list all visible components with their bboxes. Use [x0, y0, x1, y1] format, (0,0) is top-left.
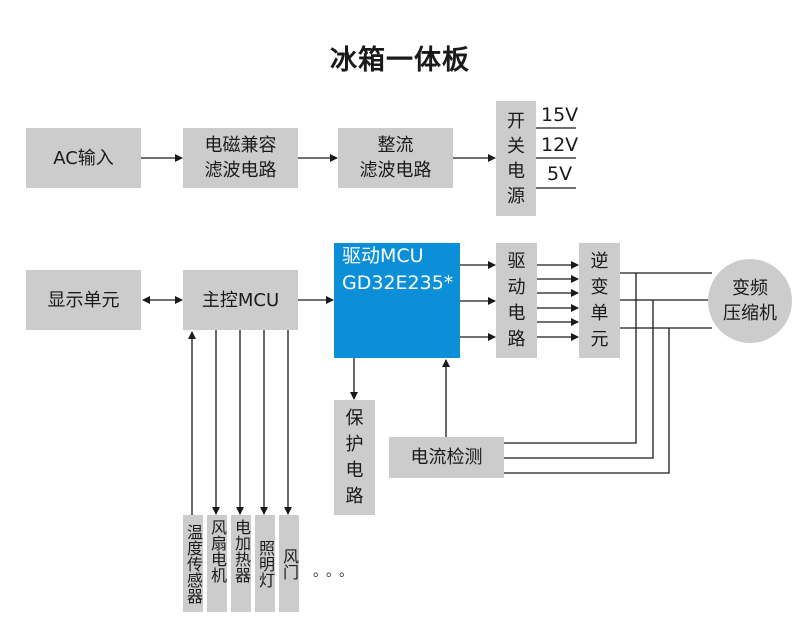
inverter-unit-char-3: 单	[590, 302, 609, 324]
peripheral-heater-label: 电加热器	[232, 519, 251, 583]
drive-circuit-char-1: 驱	[507, 250, 526, 272]
more-peripherals-ellipsis: 。。。	[313, 564, 359, 580]
drive-circuit-box: 驱 动 电 路	[496, 243, 537, 358]
inverter-unit-char-2: 变	[590, 276, 609, 298]
peripheral-temp-sensor-label: 温度传感器	[184, 523, 203, 604]
ac-input-label: AC输入	[53, 147, 114, 169]
peripheral-fan-motor-label: 风扇电机	[208, 519, 227, 583]
rectifier-filter-label-2: 滤波电路	[359, 160, 432, 181]
inverter-unit-box: 逆 变 单 元	[579, 243, 620, 358]
emc-filter-box: 电磁兼容 滤波电路	[183, 128, 298, 188]
peripheral-heater: 电加热器	[231, 515, 251, 612]
rectifier-filter-label-1: 整流	[377, 135, 414, 156]
emc-filter-label-1: 电磁兼容	[204, 135, 277, 156]
inverter-unit-char-1: 逆	[590, 250, 609, 272]
drive-mcu-box: 驱动MCU GD32E235*	[334, 243, 460, 358]
sense-wire-1	[504, 273, 637, 444]
peripheral-damper-label: 风门	[280, 547, 299, 580]
diagram-title: 冰箱一体板	[330, 45, 470, 76]
peripheral-temp-sensor: 温度传感器	[183, 515, 203, 612]
output-12v-label: 12V	[541, 134, 579, 156]
switching-power-char-1: 开	[507, 110, 525, 132]
ac-input-box: AC输入	[26, 128, 141, 188]
main-mcu-label: 主控MCU	[201, 289, 280, 311]
display-unit-box: 显示单元	[26, 270, 141, 330]
switching-power-char-4: 源	[507, 185, 525, 207]
protection-circuit-char-1: 保	[345, 407, 364, 429]
rectifier-filter-box: 整流 滤波电路	[338, 128, 453, 188]
drive-mcu-part-number: GD32E235*	[342, 272, 454, 294]
output-15v-label: 15V	[541, 104, 579, 126]
protection-circuit-char-2: 护	[345, 433, 364, 455]
sense-wire-3	[504, 328, 670, 474]
compressor-circle: 变频 压缩机	[708, 259, 792, 343]
peripheral-light-label: 照明灯	[256, 539, 275, 588]
emc-filter-label-2: 滤波电路	[204, 160, 277, 181]
switching-power-box: 开 关 电 源	[496, 101, 536, 216]
peripheral-fan-motor: 风扇电机	[207, 515, 227, 612]
inverter-unit-char-4: 元	[590, 328, 609, 350]
peripheral-damper: 风门	[279, 515, 299, 612]
compressor-label-2: 压缩机	[723, 303, 777, 324]
drive-circuit-char-2: 动	[507, 276, 526, 298]
display-unit-label: 显示单元	[47, 289, 120, 311]
switching-power-char-3: 电	[507, 160, 525, 182]
drive-circuit-char-3: 电	[507, 302, 526, 324]
drive-mcu-label: 驱动MCU	[342, 245, 424, 267]
drive-circuit-char-4: 路	[507, 328, 526, 350]
current-detection-box: 电流检测	[389, 437, 504, 478]
peripheral-light: 照明灯	[255, 515, 275, 612]
switching-power-char-2: 关	[507, 135, 525, 157]
protection-circuit-char-4: 路	[345, 485, 364, 507]
compressor-label-1: 变频	[732, 278, 768, 299]
protection-circuit-box: 保 护 电 路	[334, 400, 375, 515]
main-mcu-box: 主控MCU	[183, 270, 298, 330]
protection-circuit-char-3: 电	[345, 459, 364, 481]
sense-wire-2	[504, 300, 654, 459]
current-detection-label: 电流检测	[410, 447, 483, 468]
output-5v-label: 5V	[547, 163, 573, 185]
